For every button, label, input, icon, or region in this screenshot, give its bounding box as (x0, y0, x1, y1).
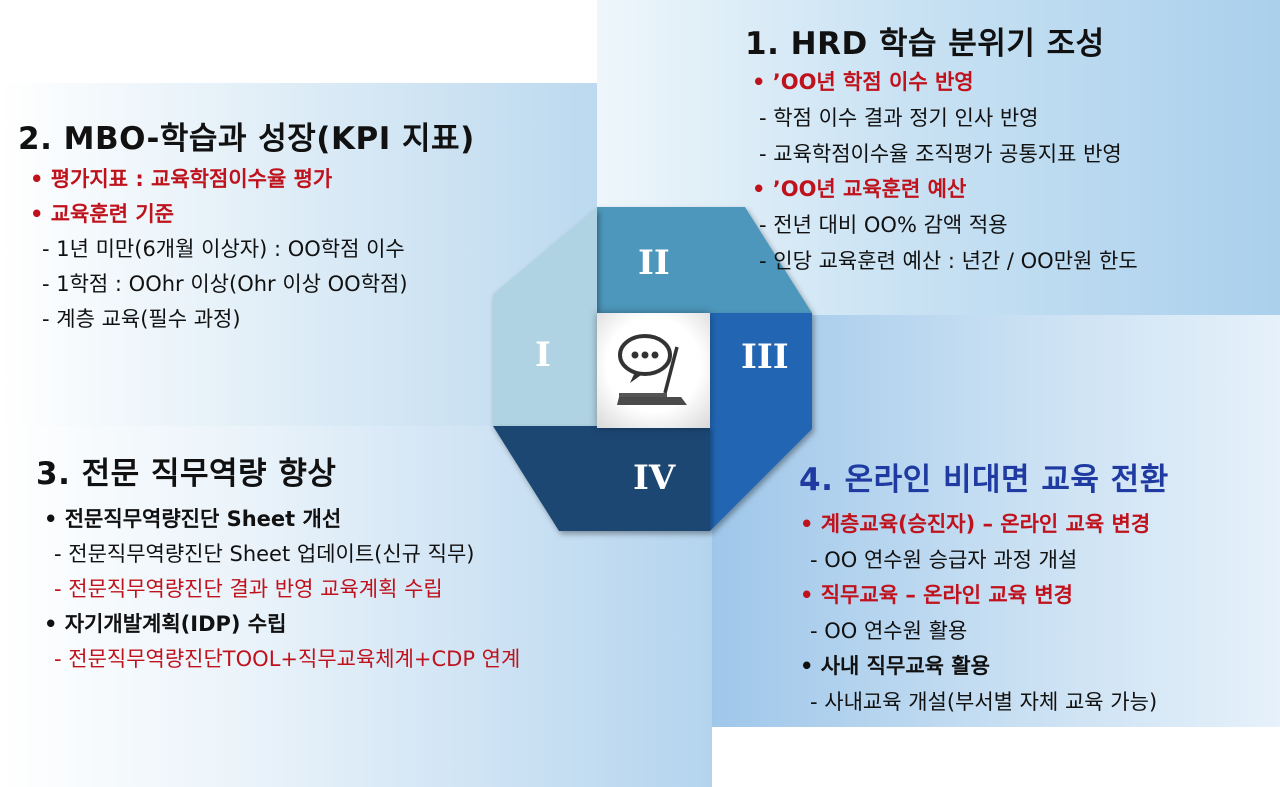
segment-ii (597, 207, 812, 313)
bullet-item: • 전문직무역량진단 Sheet 개선 (44, 507, 342, 531)
bullet-item: • ’OO년 교육훈련 예산 (752, 177, 967, 201)
chat-bubble-laptop-icon (617, 334, 687, 405)
sub-item: - 교육학점이수율 조직평가 공통지표 반영 (759, 142, 1122, 166)
section1-title: 1. HRD 학습 분위기 조성 (745, 26, 1105, 62)
roman-numeral-iii: III (741, 337, 789, 377)
roman-numeral-iv: IV (633, 458, 676, 498)
bullet-item: • 평가지표 : 교육학점이수율 평가 (30, 167, 333, 191)
bullet-item: • 직무교육 – 온라인 교육 변경 (800, 583, 1073, 607)
sub-item: - 1학점 : OOhr 이상(Ohr 이상 OO학점) (42, 272, 408, 296)
sub-item: - 전문직무역량진단 결과 반영 교육계획 수립 (54, 577, 443, 601)
section2-title: 2. MBO-학습과 성장(KPI 지표) (18, 121, 475, 157)
sub-item: - 인당 교육훈련 예산 : 년간 / OO만원 한도 (759, 249, 1138, 273)
roman-numeral-ii: II (638, 243, 670, 283)
sub-item: - 1년 미만(6개월 이상자) : OO학점 이수 (42, 237, 405, 261)
sub-item: - 전문직무역량진단TOOL+직무교육체계+CDP 연계 (54, 647, 521, 671)
sub-item: - 사내교육 개설(부서별 자체 교육 가능) (810, 690, 1158, 714)
section4-title: 4. 온라인 비대면 교육 전환 (799, 462, 1169, 498)
sub-item: - OO 연수원 활용 (810, 619, 968, 643)
roman-numeral-i: I (535, 335, 551, 375)
sub-item: - 학점 이수 결과 정기 인사 반영 (759, 106, 1039, 130)
bullet-item: • ’OO년 학점 이수 반영 (752, 70, 974, 94)
bullet-item: • 자기개발계획(IDP) 수립 (44, 612, 287, 636)
center-icon-box (597, 313, 710, 428)
section3-title: 3. 전문 직무역량 향상 (36, 456, 337, 492)
sub-item: - 전년 대비 OO% 감액 적용 (759, 213, 1008, 237)
bullet-item: • 계층교육(승진자) – 온라인 교육 변경 (800, 512, 1151, 536)
sub-item: - OO 연수원 승급자 과정 개설 (810, 548, 1078, 572)
bullet-item: • 교육훈련 기준 (30, 202, 174, 226)
sub-item: - 전문직무역량진단 Sheet 업데이트(신규 직무) (54, 542, 475, 566)
segment-iv (493, 426, 710, 531)
segment-i (493, 207, 597, 426)
segment-iii (710, 313, 812, 531)
sub-item: - 계층 교육(필수 과정) (42, 307, 241, 331)
bullet-item: • 사내 직무교육 활용 (800, 654, 990, 678)
